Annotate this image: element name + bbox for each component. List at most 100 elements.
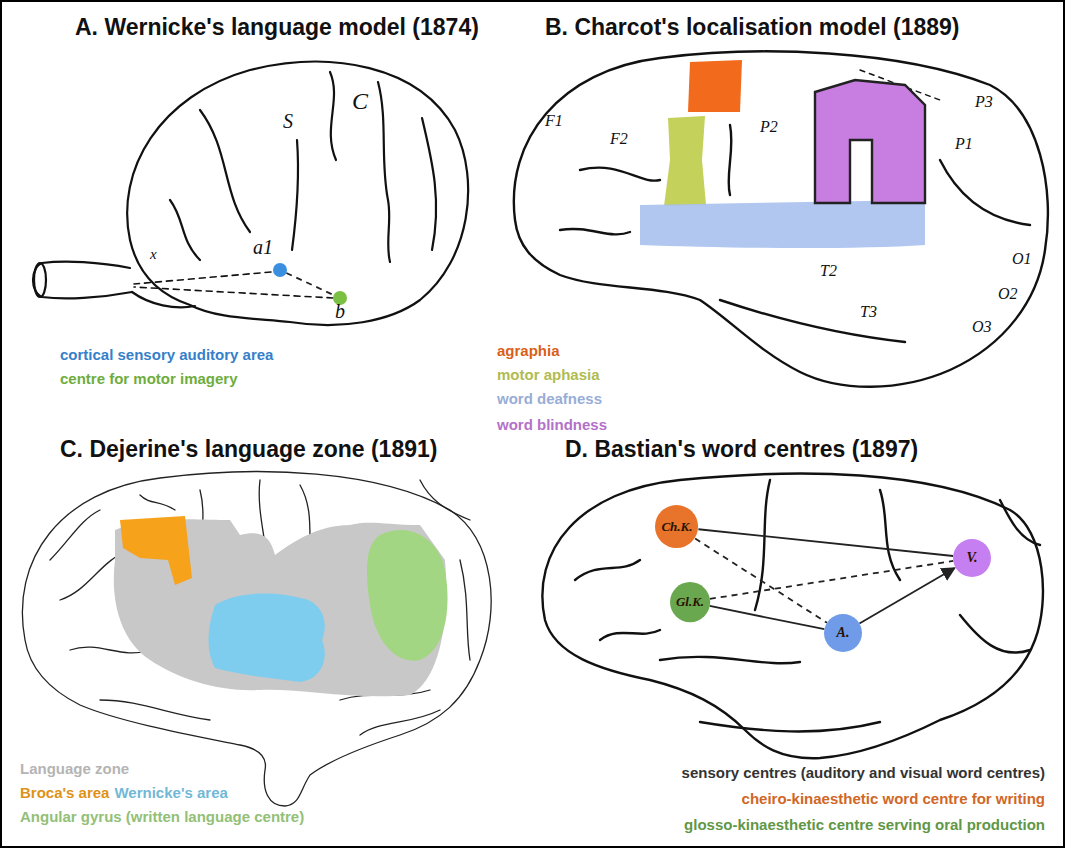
gyrus-line [140, 495, 175, 510]
broca-region [120, 516, 192, 585]
panel-heading: B. Charcot's localisation model (1889) [545, 14, 959, 40]
sulcus [880, 490, 900, 580]
sulcus [720, 300, 905, 342]
brain-outline [127, 62, 468, 325]
central-sulcus [378, 82, 390, 262]
panel-heading: D. Bastian's word centres (1897) [565, 436, 918, 462]
sulcus [330, 72, 336, 160]
anatomical-letter: C [352, 88, 368, 116]
angular-gyrus-region [367, 530, 448, 661]
legend-text: centre for motor imagery [60, 370, 238, 387]
sulcus [940, 160, 1030, 225]
connector-line [695, 539, 827, 623]
sulcus [170, 200, 200, 260]
anatomical-letter: P3 [975, 93, 993, 111]
connector-line [710, 561, 953, 599]
panel-heading: A. Wernicke's language model (1874) [75, 14, 479, 40]
sulcus [580, 168, 660, 181]
centre-letters: Ch.K. [661, 520, 692, 534]
motor-aphasia-region [664, 116, 706, 206]
legend-text: Wernicke's area [114, 784, 227, 801]
cerebellum [132, 292, 195, 307]
legend-text: word deafness [497, 390, 602, 407]
circle-shape [953, 539, 991, 577]
sulcus [660, 657, 800, 663]
brain-outline [22, 472, 491, 806]
circle-shape [670, 582, 710, 622]
legend-text: Broca's area [20, 784, 109, 801]
brain-b [514, 51, 1048, 386]
anatomical-letter: P1 [955, 135, 973, 153]
legend-text: sensory centres (auditory and visual wor… [682, 764, 1045, 781]
gyrus-line [360, 710, 440, 735]
sulcus [200, 110, 250, 232]
word-centre-circle: A. [824, 614, 862, 652]
point-letter: b [335, 300, 345, 322]
gyrus-line [460, 560, 470, 660]
leader-line [134, 287, 333, 298]
connector-line [698, 529, 953, 556]
sulcus [422, 118, 436, 250]
word-centre-circle: Ch.K. [655, 505, 698, 548]
brain-outline [514, 51, 1048, 386]
legend-text: word blindness [497, 416, 607, 433]
word-centre-circle: Gl.K. [670, 582, 710, 622]
anatomical-letter: F2 [610, 130, 628, 148]
anatomical-letter: P2 [760, 118, 778, 136]
sulcus [600, 630, 660, 640]
leader-line [134, 272, 271, 284]
agraphia-region [688, 60, 742, 112]
centre-letters: Gl.K. [676, 595, 704, 609]
circle-shape [824, 614, 862, 652]
sylvian-fissure [292, 140, 298, 250]
gyrus-line [50, 510, 100, 560]
sulcus [960, 615, 1030, 653]
motor-dot: b [333, 291, 347, 305]
brainstem-end [34, 263, 46, 297]
wernicke-region [209, 594, 325, 682]
sulcus [560, 229, 630, 234]
legend-text: cortical sensory auditory area [60, 346, 273, 363]
centre-letters: A. [837, 625, 850, 640]
dot-shape [273, 263, 287, 277]
legend-text: cheiro-kinaesthetic word centre for writ… [742, 790, 1045, 807]
brain-d [542, 474, 1043, 759]
word-blindness-region [815, 80, 925, 203]
brain-outline [542, 474, 1043, 759]
word-deafness-region [640, 200, 925, 248]
legend-text: Angular gyrus (written language centre) [20, 808, 304, 825]
sulcus [729, 125, 732, 195]
gyrus-line [420, 480, 470, 520]
brain-c [22, 472, 491, 806]
anatomical-letter: F1 [545, 112, 563, 130]
auditory-dot: a1 [273, 263, 287, 277]
sulcus [700, 722, 880, 731]
anatomical-letter: T3 [860, 303, 877, 321]
gyrus-line [100, 700, 210, 720]
legend-text: agraphia [497, 342, 560, 359]
dot-shape [273, 263, 287, 277]
word-centre-circle: V. [953, 539, 991, 577]
point-letter: a1 [253, 236, 273, 258]
brain-a [33, 62, 468, 325]
legend-text: motor aphasia [497, 366, 600, 383]
legend-text: Language zone [20, 760, 129, 777]
brainstem [33, 262, 132, 299]
sulcus [575, 560, 640, 580]
panel-heading: C. Dejerine's language zone (1891) [60, 436, 437, 462]
circle-shape [655, 505, 698, 548]
anatomical-letter: O2 [998, 285, 1018, 303]
anatomical-letter: O3 [972, 318, 992, 336]
anatomical-letter: T2 [820, 262, 837, 280]
connector-line [859, 568, 954, 623]
sulcus [1000, 500, 1040, 545]
connector-line [286, 273, 333, 295]
legend-text: glosso-kinaesthetic centre serving oral … [684, 816, 1045, 833]
connector-line [710, 606, 825, 629]
anatomical-letter: S [283, 110, 293, 133]
centre-letters: V. [966, 550, 977, 565]
anatomical-letter: O1 [1012, 250, 1032, 268]
anatomical-letter: x [150, 246, 157, 263]
